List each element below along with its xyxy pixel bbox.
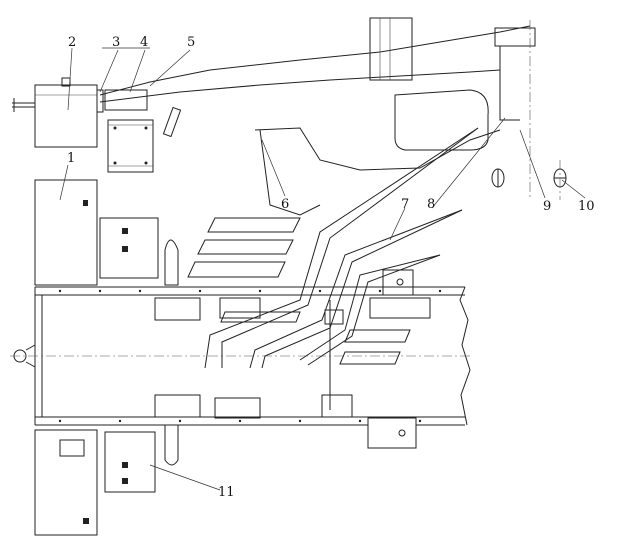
callout-5: 5 — [187, 35, 195, 50]
callout-8: 8 — [427, 197, 435, 212]
callout-2: 2 — [68, 35, 76, 50]
callout-11: 11 — [218, 485, 235, 500]
callout-1: 1 — [67, 151, 75, 166]
box-component-11 — [34, 424, 179, 536]
callout-10: 10 — [578, 199, 595, 214]
stripe-decals — [187, 127, 479, 369]
main-chassis-frame — [10, 269, 471, 449]
leader-lines — [59, 47, 586, 491]
callout-9: 9 — [543, 199, 551, 214]
components-9-10 — [491, 160, 567, 200]
upper-body-outline — [99, 17, 536, 216]
callout-3: 3 — [112, 35, 120, 50]
box-component-1 — [34, 179, 179, 286]
callout-4: 4 — [140, 35, 148, 50]
box-component-2 — [12, 77, 104, 148]
callout-labels: 2 3 4 5 1 6 7 8 9 10 11 — [67, 35, 595, 500]
box-component-3-4 — [104, 89, 182, 173]
callout-7: 7 — [401, 197, 409, 212]
callout-6: 6 — [281, 197, 289, 212]
